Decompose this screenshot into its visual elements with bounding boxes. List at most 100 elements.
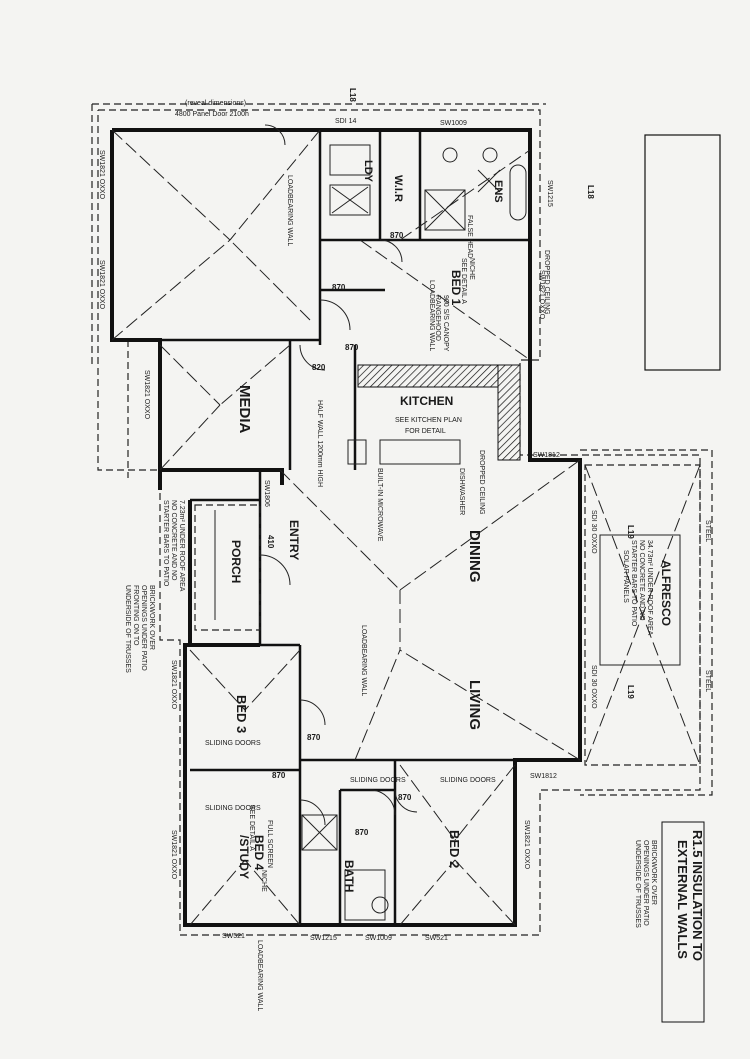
insulation-title-2: EXTERNAL WALLS [675,840,690,959]
steel-1: STEEL [704,520,711,542]
front-note-1: BRICKWORK OVER [148,585,155,650]
door-870-bed2: 870 [398,793,412,802]
window-sw1215-top: SW1215 [546,180,553,207]
room-media: MEDIA [236,385,253,434]
see-detail-bed1: SEE DETAIL A [460,258,467,304]
steel-2: STEEL [704,670,711,692]
porch-note-3: STARTER BARS TO PATIO [162,500,169,587]
room-bath: BATH [342,860,356,892]
room-kitchen: KITCHEN [400,394,453,408]
bathroom-fixtures [301,814,389,921]
alfresco-note-4: SOLAR PANELS [622,550,629,603]
window-sw1812-a: SW1812 [533,452,560,459]
window-sw1806: SW1806 [263,480,270,507]
lot-label-right: L18 [586,185,595,199]
insulation-title-frame [661,821,705,1023]
room-ens: ENS [492,180,504,203]
garage-door-label: 4800 Panel Door 2100h [175,111,249,118]
window-sw1821-bed2: SW1821 OXXO [523,820,530,870]
loadbearing-wall-living: LOADBEARING WALL [360,625,367,696]
room-bed4: BED 4 [252,835,266,871]
window-sw1821-bed3: SW1821 OXXO [170,660,177,710]
false-head: FALSE HEAD [466,215,473,258]
rear-note-1: BRICKWORK OVER [650,840,657,905]
alfresco-note-2: NO CONCRETE AND NO [638,540,645,621]
insulation-box [644,134,721,371]
window-sw521-b: SW521 [425,935,448,942]
property-boundary [91,103,713,936]
sliding-doors-bed3: SLIDING DOORS [205,740,261,747]
window-sd-alfresco-1: SDI 30 OXXO [590,510,597,554]
full-screen: FULL SCREEN [266,820,273,868]
front-note-4: UNDERSIDE OF TRUSSES [124,585,131,673]
lot-label-top: L18 [348,88,357,102]
porch-note-2: NO CONCRETE AND NO [170,500,177,581]
canopy-line-2: RANGEHOOD [434,295,441,341]
window-sw1009-top: SW1009 [440,120,467,127]
niche-bed4: NICHE [260,870,267,892]
sliding-doors-hall: SLIDING DOORS [350,777,406,784]
half-wall: HALF WALL 1200mm HIGH [316,400,323,487]
reveal-dimensions: (reveal dimensions) [185,100,246,107]
window-sw1215-bot: SW1215 [310,935,337,942]
kitchen-note-2: FOR DETAIL [405,428,446,435]
window-sd-alfresco-2: SDI 30 OXXO [590,665,597,709]
kitchen-note-1: SEE KITCHEN PLAN [395,417,462,424]
lot-label-alfresco-2: L19 [626,685,635,699]
room-bed2: BED 2 [447,830,462,868]
garage-roof-lines [111,129,321,341]
front-note-3: FRONTING ON TO [132,585,139,646]
door-820-media: 820 [312,363,326,372]
canopy-line-1: 900 S/S CANOPY [442,295,449,352]
door-870-bed1: 870 [345,343,359,352]
alfresco-area [584,464,701,766]
living-roof-lines [279,149,581,761]
door-870-wir: 870 [390,231,404,240]
loadbearing-wall-bottom: LOADBEARING WALL [256,940,263,1011]
room-bed3: BED 3 [234,695,249,733]
window-sw1821-left1: SW1821 OXXO [98,150,105,200]
window-sw1821-left3: SW1821 OXXO [143,370,150,420]
loadbearing-wall-bed1: LOADBEARING WALL [428,280,435,351]
lot-label-alfresco-1: L19 [626,525,635,539]
window-sw521-a: SW521 [222,933,245,940]
door-870-ldy: 870 [332,283,346,292]
porch-note-1: 7.23m² UNDER ROOF AREA [178,500,185,592]
rear-note-2: OPENINGS UNDER PATIO [642,840,649,926]
dishwasher: DISHWASHER [458,468,465,515]
room-entry: ENTRY [287,520,301,560]
door-870-hall: 870 [272,771,286,780]
laundry-fixtures [329,144,371,216]
ensuite-fixtures [424,147,527,231]
porch-area [194,504,261,631]
kitchen-benches [347,364,521,465]
alfresco-note-3: STARTER BARS TO PATIO [630,540,637,627]
window-sw1821-bot: SW1821 OXXO [170,830,177,880]
interior-walls [160,130,530,925]
room-living: LIVING [466,680,483,730]
front-note-2: OPENINGS UNDER PATIO [140,585,147,671]
rear-note-3: UNDERSIDE OF TRUSSES [634,840,641,928]
door-870-bath: 870 [355,828,369,837]
room-porch: PORCH [229,540,243,583]
loadbearing-wall-garage: LOADBEARING WALL [286,175,293,246]
dropped-ceiling-dining: DROPPED CEILING [478,450,485,515]
door-swings [259,124,418,826]
window-sw1821-left2: SW1821 OXXO [98,260,105,310]
room-ldy: LDY [362,160,374,183]
niche-bed1: NICHE [468,258,475,280]
window-sw1009-bot: SW1009 [365,935,392,942]
room-wir: W.I.R [392,175,404,202]
window-sw1812-b: SW1812 [530,773,557,780]
room-alfresco: ALFRESCO [659,560,673,626]
window-sw1821-right: SW1821 OXXO [538,270,545,320]
media-roof-lines [159,344,291,471]
see-detail-bed4: SEE DETAIL A [248,805,255,851]
built-in-microwave: BUILT-IN MICROWAVE [376,468,383,542]
insulation-title-1: R1.5 INSULATION TO [690,830,705,961]
door-410-entry: 410 [266,535,275,549]
dropped-ceiling-ens: DROPPED CEILING [543,250,550,315]
alfresco-note-1: 34.73m² UNDER ROOF AREA [646,540,653,636]
